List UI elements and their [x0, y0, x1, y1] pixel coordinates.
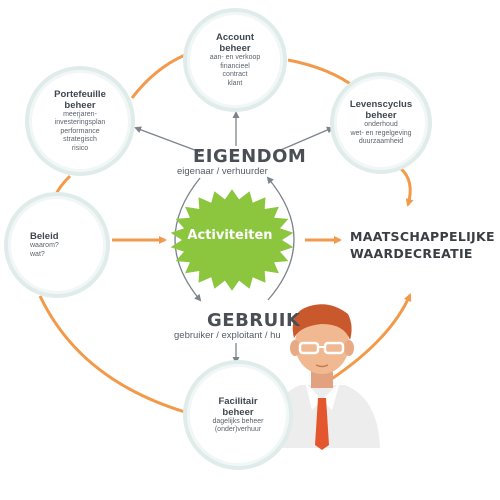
node-portefeuille-item: risico	[71, 144, 89, 152]
node-portefeuille-item: investeringsplan	[54, 119, 106, 127]
arc-portefeuille-to-account	[130, 53, 186, 99]
outcome-label: MAATSCHAPPELIJKE WAARDECREATIE	[350, 228, 495, 262]
arc-user-to-outcome	[329, 293, 412, 382]
node-facilitair-item: (onder)verhuur	[214, 426, 262, 433]
outcome-line-1: MAATSCHAPPELIJKE	[350, 229, 495, 244]
node-portefeuille-item: strategisch	[63, 136, 97, 144]
node-levenscyclus-item: onderhoud	[364, 121, 398, 129]
node-levenscyclus-item: duurzaamheid	[358, 138, 404, 146]
node-portefeuille-beheer: Portefeuille beheer meerjaren- investeri…	[25, 66, 135, 176]
ownership-subtitle: eigenaar / verhuurder	[177, 166, 268, 177]
node-facilitair-beheer: Facilitair beheer dagelijks beheer (onde…	[183, 360, 293, 470]
arc-beleid-to-facilitair	[38, 295, 186, 414]
node-portefeuille-item: performance	[60, 127, 100, 135]
person-collar-right	[322, 382, 340, 410]
node-beleid-title: Beleid	[30, 231, 59, 242]
node-levenscyclus-item: wet- en regelgeving	[350, 129, 412, 137]
node-portefeuille-title-2: beheer	[64, 99, 96, 111]
node-account-title-2: beheer	[219, 43, 251, 54]
node-levenscyclus-title-2: beheer	[365, 110, 397, 122]
node-levenscyclus-title-1: Levenscyclus	[349, 99, 413, 111]
node-facilitair-title-1: Facilitair	[218, 395, 258, 407]
person-hair	[292, 304, 352, 340]
person-ear-right	[344, 340, 354, 356]
node-account-beheer: Account beheer aan- en verkoop financiee…	[183, 8, 287, 112]
person-mouth	[315, 364, 329, 368]
arrow-to-levenscyclus	[275, 126, 334, 153]
usage-title: GEBRUIK	[207, 310, 301, 331]
person-ear-left	[290, 340, 300, 356]
cycle-arcs	[38, 53, 414, 414]
ownership-title: EIGENDOM	[193, 146, 307, 167]
node-portefeuille-title-1: Portefeuille	[54, 88, 106, 100]
node-account-item: contract	[222, 71, 248, 78]
person-face	[295, 314, 349, 374]
outcome-line-2: WAARDECREATIE	[350, 246, 473, 261]
activities-label: Activiteiten	[187, 228, 273, 243]
node-facilitair-title-2: beheer	[222, 406, 254, 418]
node-beleid-item: waarom?	[30, 242, 59, 249]
person-tie	[315, 398, 329, 450]
arrow-to-portefeuille	[134, 126, 201, 153]
node-account-item: financieel	[220, 62, 250, 70]
arc-account-to-levenscyclus	[287, 58, 357, 90]
node-beleid: Beleid waarom? wat?	[4, 192, 110, 298]
usage-subtitle: gebruiker / exploitant / hu	[174, 330, 281, 341]
grey-arrows	[134, 111, 334, 364]
activities-starburst	[170, 189, 294, 291]
cycle-left-arc	[174, 177, 202, 302]
node-facilitair-item: dagelijks beheer	[212, 417, 264, 425]
cycle-right-arc	[266, 176, 295, 301]
node-account-item: aan- en verkoop	[209, 54, 261, 61]
node-account-title-1: Account	[216, 32, 254, 43]
node-account-item: klant	[227, 79, 243, 87]
node-portefeuille-item: meerjaren-	[63, 110, 97, 118]
node-beleid-item: wat?	[30, 250, 45, 258]
node-levenscyclus-beheer: Levenscyclus beheer onderhoud wet- en re…	[330, 72, 432, 174]
arc-levenscyclus-outcome	[399, 166, 414, 207]
person-illustration	[266, 304, 380, 450]
